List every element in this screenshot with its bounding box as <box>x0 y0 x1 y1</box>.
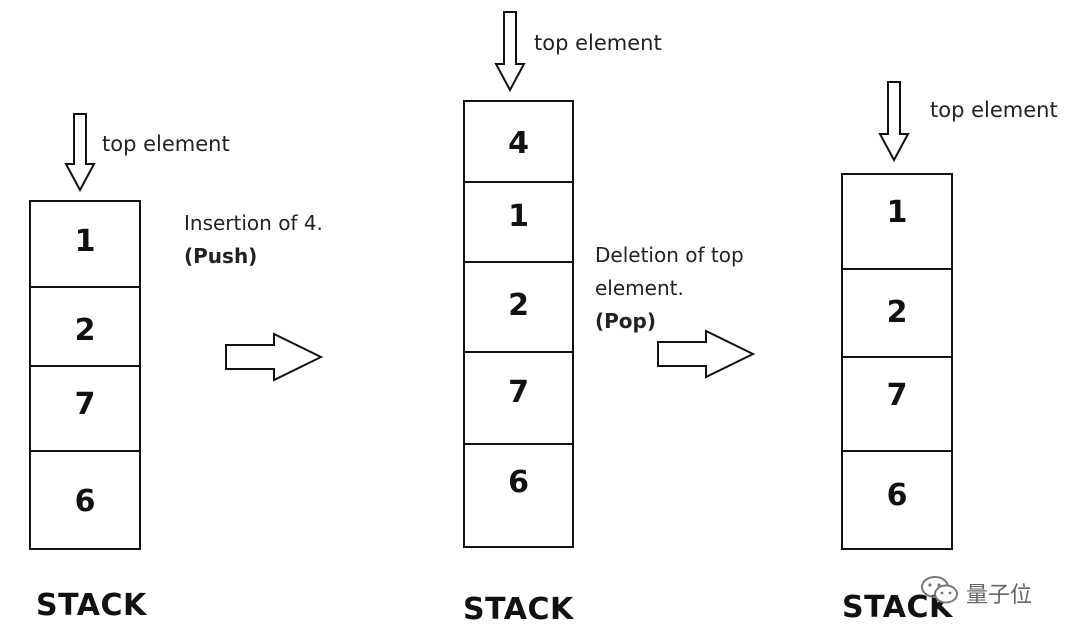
stack-cell: 2 <box>31 288 139 367</box>
stack-cell: 6 <box>508 465 529 500</box>
push-note-line: Insertion of 4. <box>184 211 323 235</box>
stack-label: STACK <box>36 588 147 623</box>
pop-note-line: Deletion of top <box>595 243 744 267</box>
right-arrow-icon <box>225 332 324 382</box>
pop-note-line: element. <box>595 276 684 300</box>
stack-cell: 1 <box>31 202 139 288</box>
stack-cell: 7 <box>31 367 139 452</box>
stack-initial: 1 2 7 6 <box>29 200 141 550</box>
stack-after-pop: 1 2 7 6 <box>841 173 953 550</box>
right-arrow-icon <box>657 329 756 379</box>
stack-cell: 6 <box>886 478 908 513</box>
stack-cell: 1 <box>843 175 951 270</box>
stack-label: STACK <box>842 590 953 625</box>
stack-cell: 6 <box>74 484 96 519</box>
push-note: Insertion of 4. (Push) <box>184 207 323 273</box>
stack-after-push: 4 1 2 7 6 <box>463 100 574 548</box>
watermark-text: 量子位 <box>966 583 1033 608</box>
top-element-label: top element <box>102 132 230 156</box>
stack-cell: 7 <box>465 353 572 445</box>
stack-cell: 4 <box>465 102 572 183</box>
top-element-label: top element <box>534 31 662 55</box>
stack-cell: 2 <box>465 263 572 353</box>
pop-note: Deletion of top element. (Pop) <box>595 239 744 338</box>
top-element-label: top element <box>930 98 1058 122</box>
stack-label: STACK <box>463 592 574 627</box>
down-arrow-icon <box>878 81 910 163</box>
stack-cell: 2 <box>843 270 951 358</box>
pop-note-op: (Pop) <box>595 309 656 333</box>
stack-cell: 1 <box>465 183 572 263</box>
down-arrow-icon <box>494 11 526 93</box>
push-note-op: (Push) <box>184 244 258 268</box>
stack-cell: 7 <box>843 358 951 452</box>
wechat-icon <box>921 576 958 604</box>
down-arrow-icon <box>64 113 96 193</box>
